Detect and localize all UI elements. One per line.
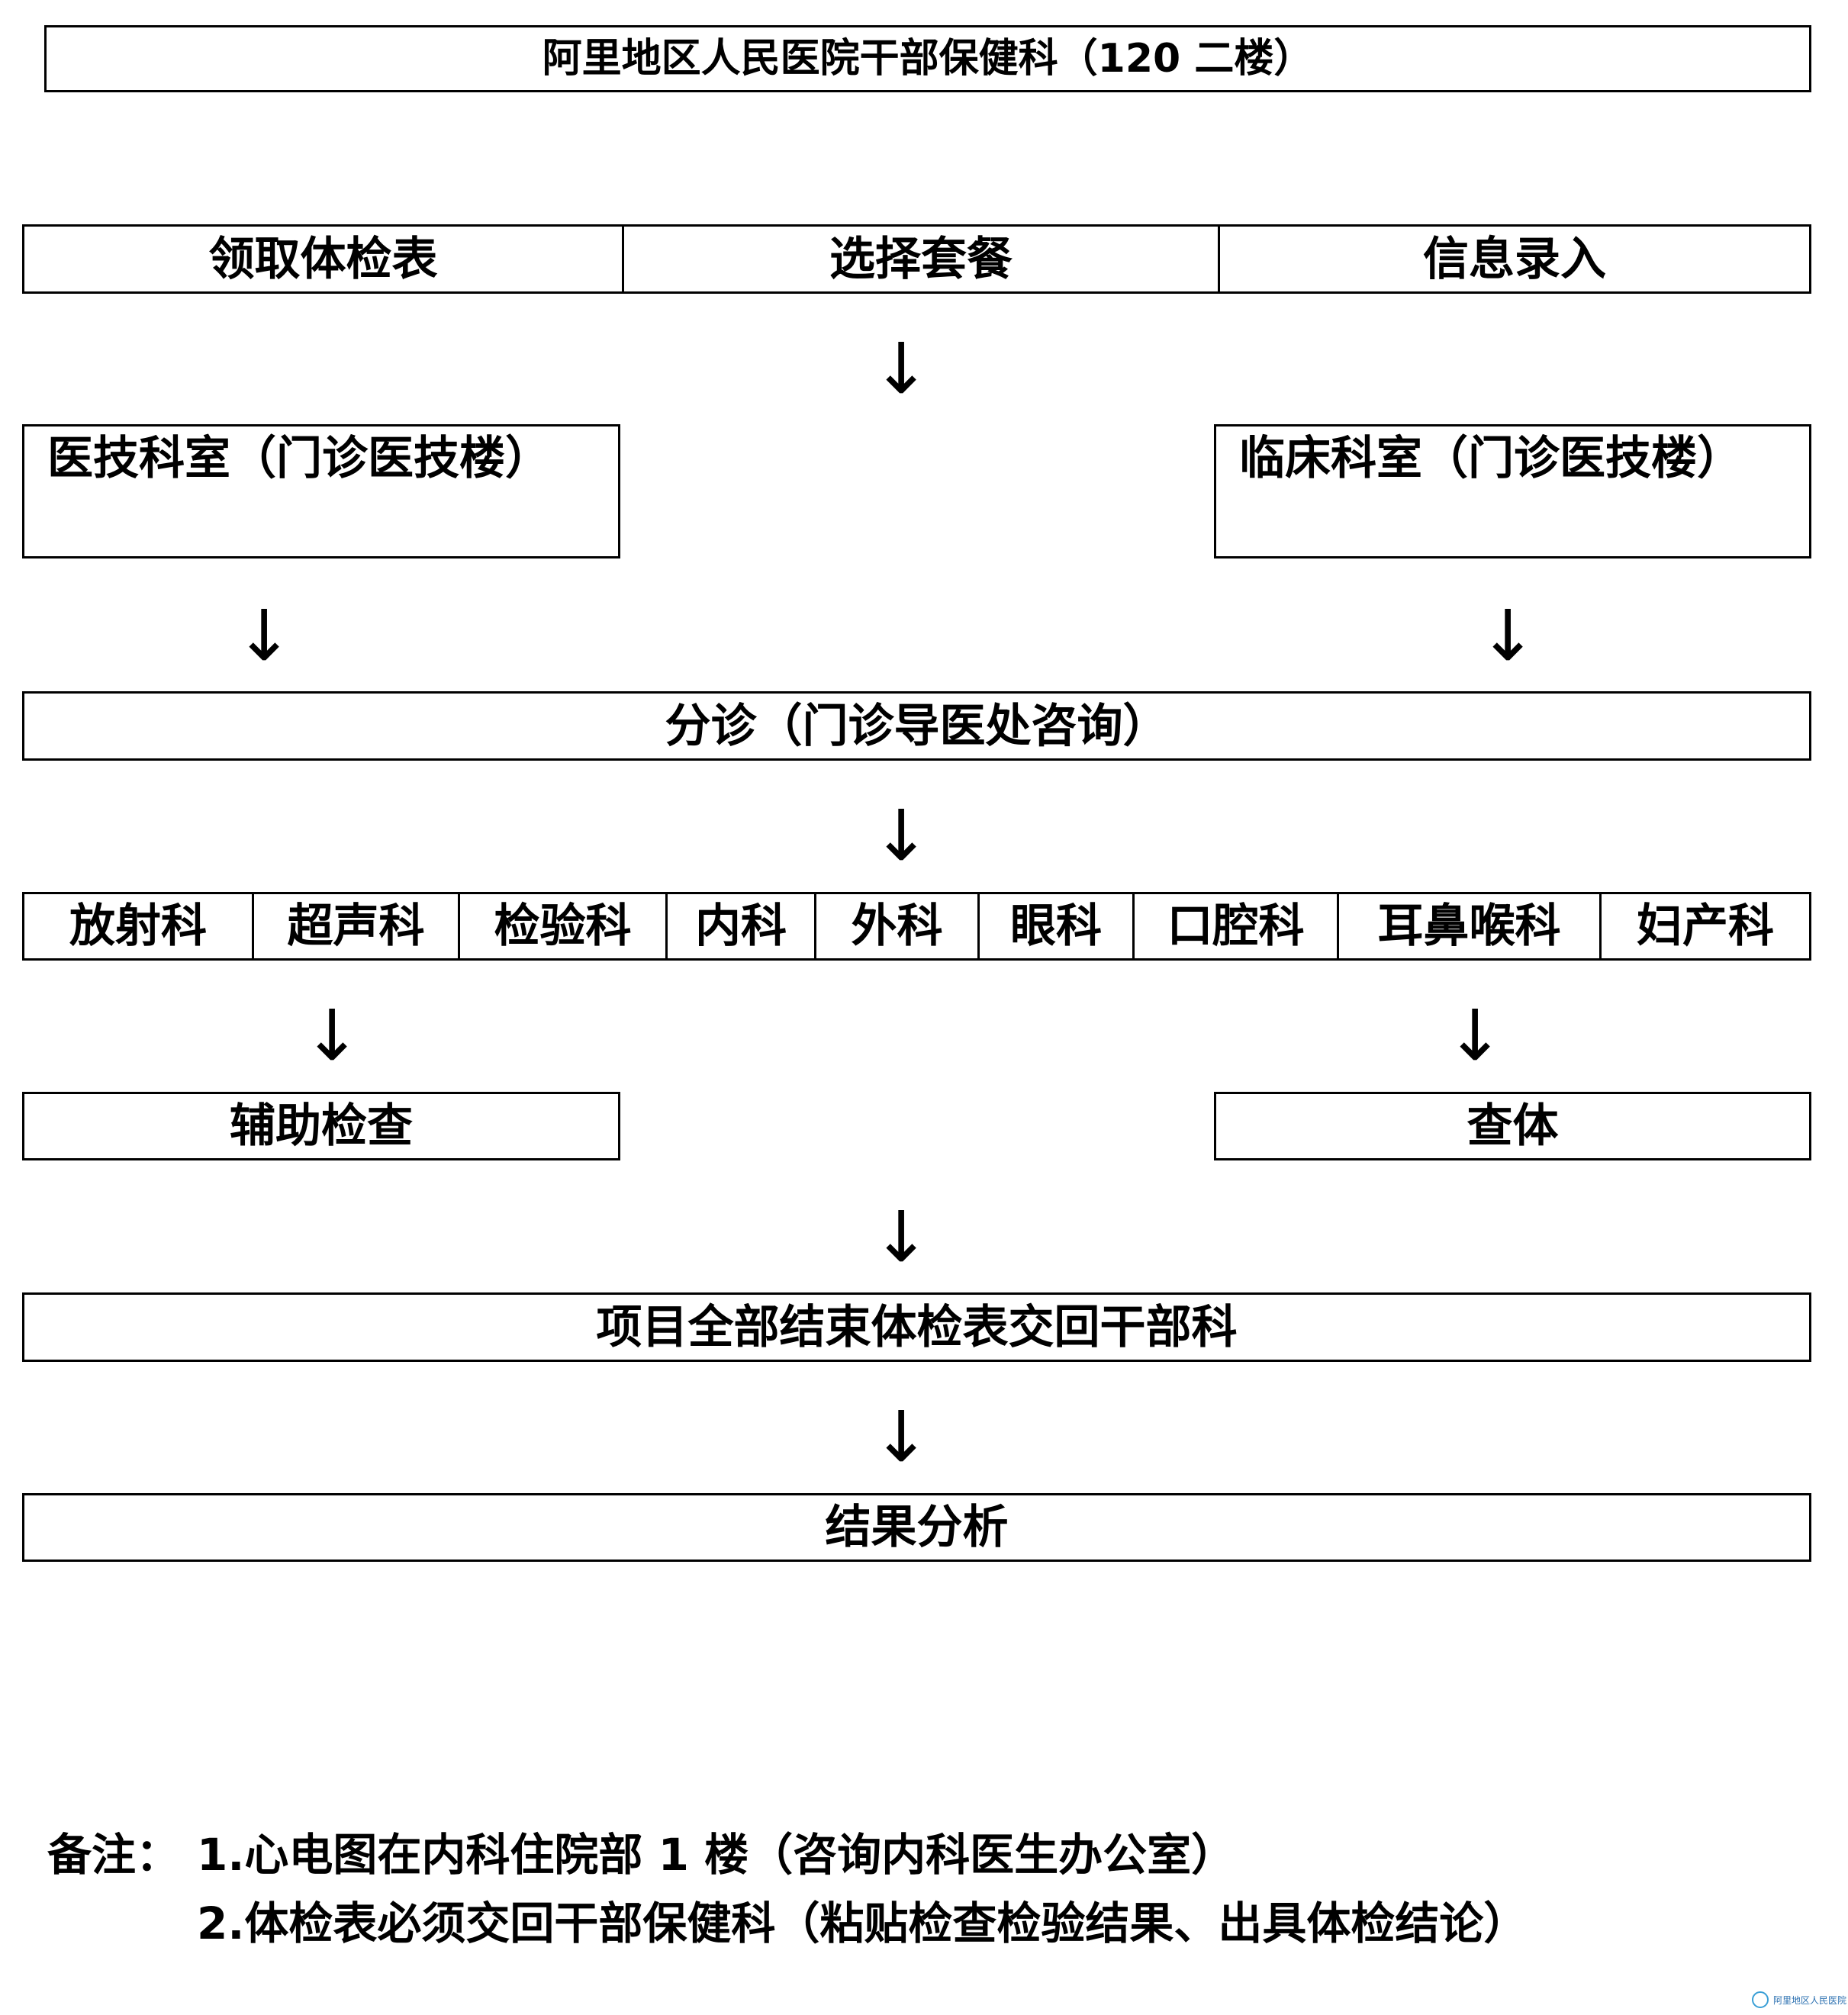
hospital-logo-icon xyxy=(1752,1991,1769,2008)
note-item: 1.心电图在内科住院部 1 楼（咨询内科医生办公室） xyxy=(197,1829,1236,1881)
triage-box: 分诊（门诊导医处咨询） xyxy=(22,691,1811,761)
arrow-down-icon: ↓ xyxy=(1478,595,1537,677)
department-laboratory: 检验科 xyxy=(458,894,665,958)
department-ophthalmology: 眼科 xyxy=(977,894,1132,958)
hospital-watermark: 阿里地区人民医院 xyxy=(1752,1991,1846,2008)
watermark-text: 阿里地区人民医院 xyxy=(1773,1994,1847,2006)
arrow-down-icon: ↓ xyxy=(234,595,294,677)
department-ultrasound: 超声科 xyxy=(252,894,458,958)
physical-exam-box: 查体 xyxy=(1214,1092,1811,1160)
arrow-down-icon: ↓ xyxy=(871,795,931,877)
department-surgery: 外科 xyxy=(814,894,977,958)
step-get-form: 领取体检表 xyxy=(208,232,438,286)
tech-departments-box: 医技科室（门诊医技楼） xyxy=(22,424,620,558)
auxiliary-exam-box: 辅助检查 xyxy=(22,1092,620,1160)
department-internal-medicine: 内科 xyxy=(665,894,814,958)
page-title: 阿里地区人民医院干部保健科（120 二楼） xyxy=(44,25,1811,92)
step-info-entry: 信息录入 xyxy=(1218,227,1809,291)
arrow-down-icon: ↓ xyxy=(871,1196,931,1278)
department-stomatology: 口腔科 xyxy=(1132,894,1337,958)
arrow-down-icon: ↓ xyxy=(871,1396,931,1478)
note-item: 2.体检表必须交回干部保健科（粘贴检查检验结果、出具体检结论） xyxy=(197,1898,1528,1949)
result-analysis-box: 结果分析 xyxy=(22,1493,1811,1562)
step-choose-package: 选择套餐 xyxy=(622,227,1218,291)
arrow-down-icon: ↓ xyxy=(871,328,931,410)
department-ent: 耳鼻喉科 xyxy=(1337,894,1599,958)
department-gynecology: 妇产科 xyxy=(1599,894,1809,958)
clinical-departments-box: 临床科室（门诊医技楼） xyxy=(1214,424,1811,558)
top-step-row: 领取体检表 选择套餐 信息录入 xyxy=(22,224,1811,294)
arrow-down-icon: ↓ xyxy=(302,995,362,1077)
department-row: 放射科 超声科 检验科 内科 外科 眼科 口腔科 耳鼻喉科 妇产科 xyxy=(22,892,1811,961)
arrow-down-icon: ↓ xyxy=(1445,995,1505,1077)
department-radiology: 放射科 xyxy=(69,900,207,953)
return-form-box: 项目全部结束体检表交回干部科 xyxy=(22,1292,1811,1362)
notes-label: 备注： xyxy=(47,1829,181,1881)
